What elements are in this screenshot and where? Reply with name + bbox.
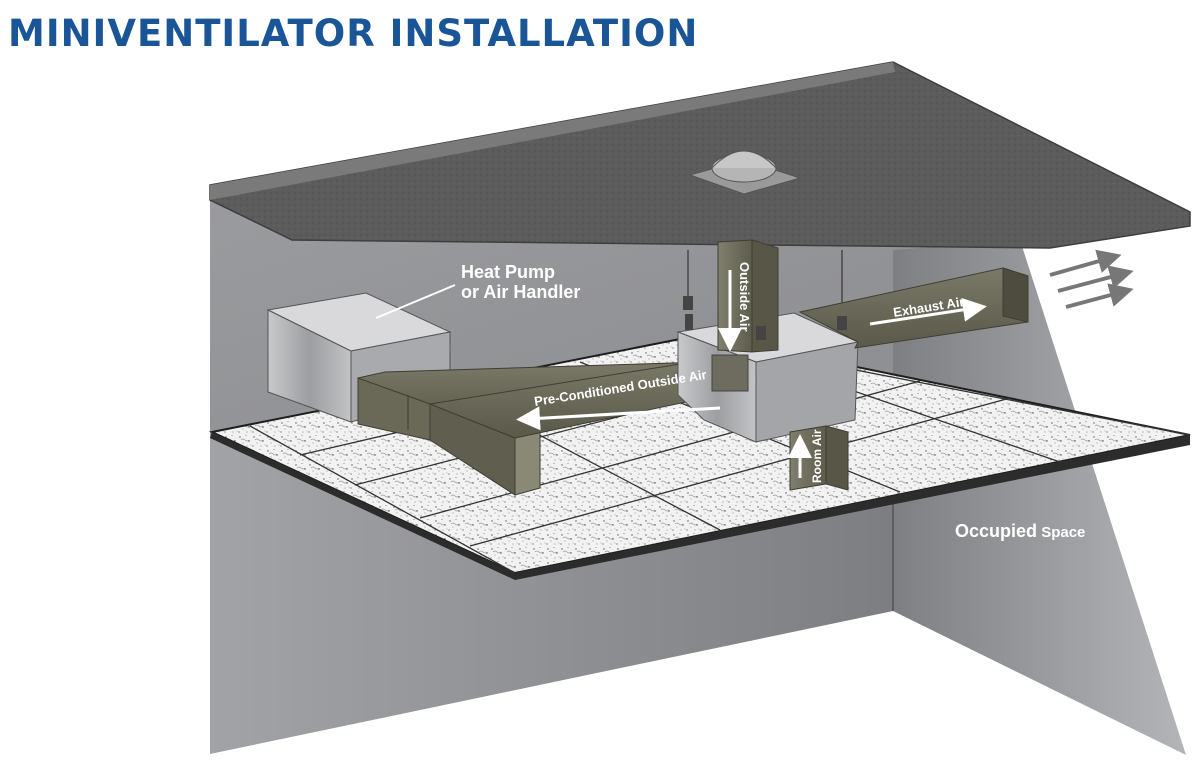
heat-pump-label-line1: Heat Pump — [461, 262, 555, 282]
outside-air-label: Outside Air — [737, 262, 752, 332]
page-title: MINIVENTILATOR INSTALLATION — [8, 12, 699, 55]
pre-conditioned-duct — [357, 359, 706, 496]
hanger-brackets — [683, 296, 847, 340]
room-air-label: Room Air — [810, 429, 824, 483]
exhaust-arrows-icon — [1049, 249, 1134, 309]
occupied-space-bold: Occupied — [955, 521, 1037, 541]
outside-air-duct — [717, 239, 779, 353]
occupied-space-label: Occupied Space — [955, 521, 1085, 541]
roof — [209, 61, 1191, 249]
heat-pump-label-line2: or Air Handler — [461, 282, 580, 302]
right-wall — [893, 240, 1186, 755]
airflow-arrow-icon — [516, 270, 987, 478]
roof-vent-icon — [688, 150, 802, 195]
exhaust-duct — [798, 267, 1029, 349]
occupied-space-rest: Space — [1037, 524, 1085, 541]
